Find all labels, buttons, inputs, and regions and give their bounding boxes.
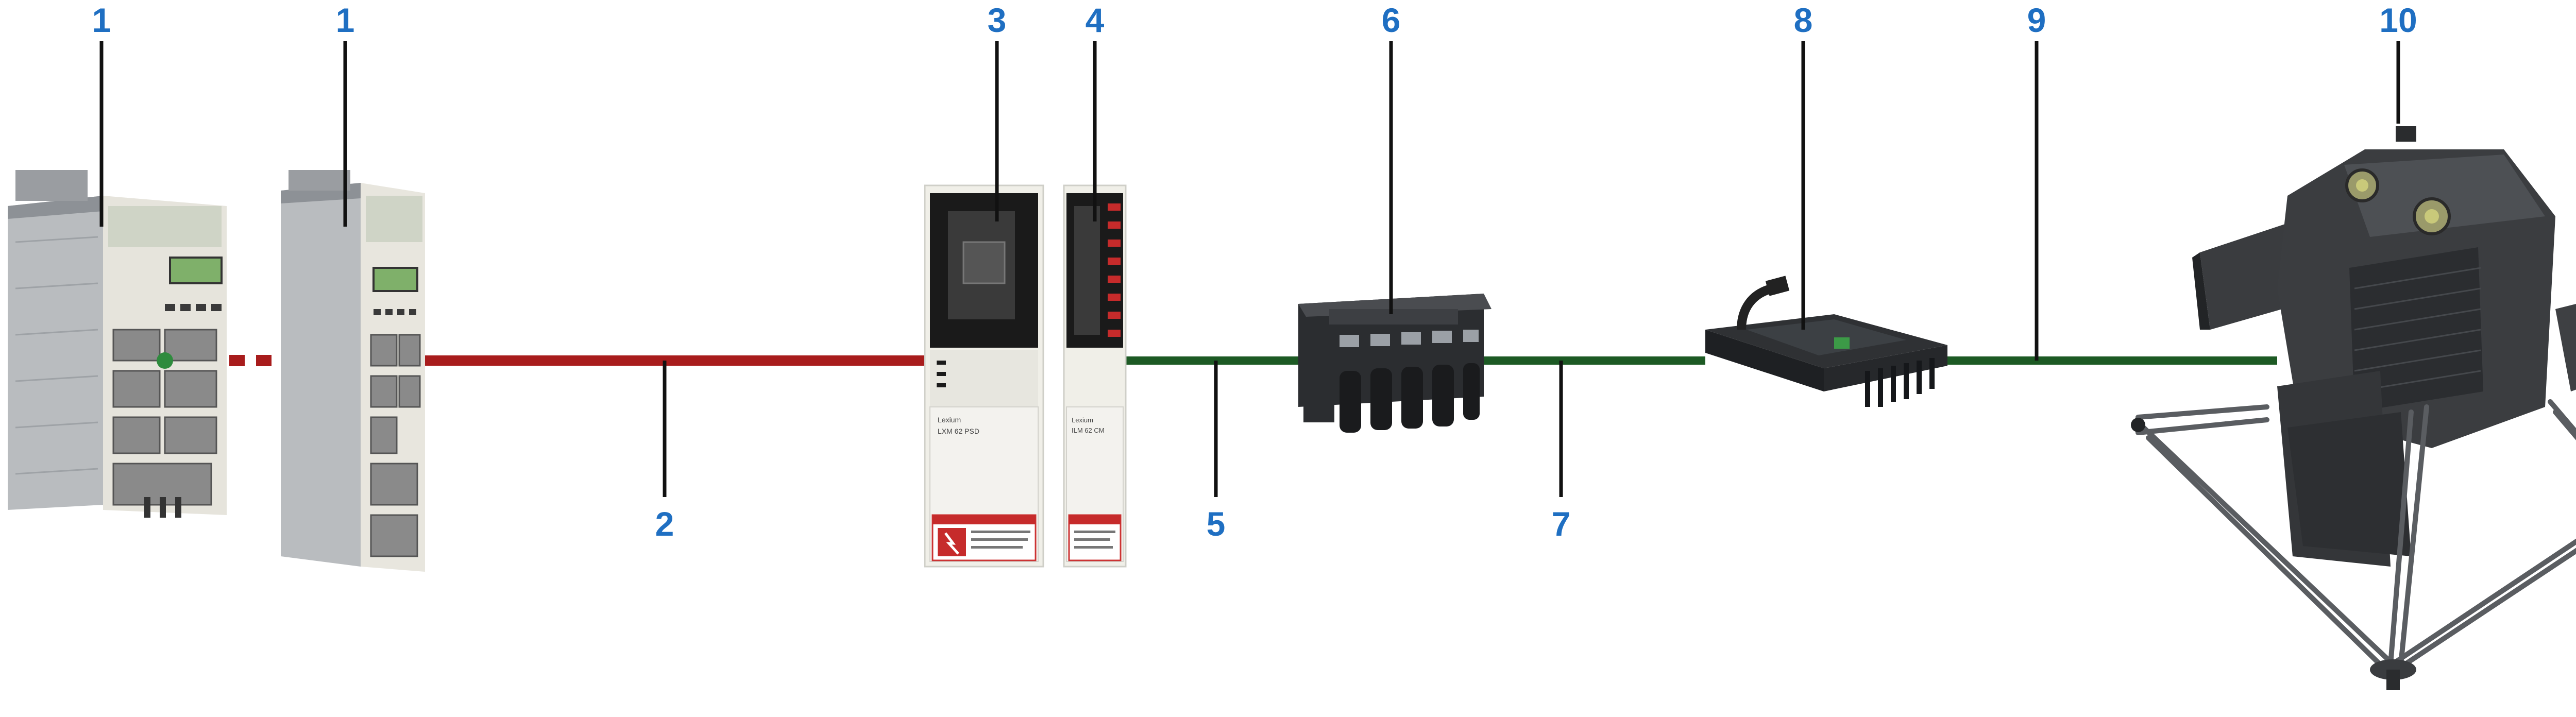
callout-9: 9 — [2027, 1, 2046, 39]
servo-drive-2 — [281, 170, 425, 572]
callout-7: 7 — [1552, 505, 1571, 543]
module-brand: Lexium — [1072, 416, 1093, 424]
callout-2: 2 — [655, 505, 674, 543]
power-supply-module: Lexium LXM 62 PSD — [924, 184, 1044, 568]
distribution-box — [1298, 294, 1492, 433]
leader-lines — [99, 41, 2400, 497]
connection-module: Lexium ILM 62 CM — [1063, 184, 1127, 568]
callout-4: 4 — [1086, 1, 1105, 39]
callout-10: 10 — [2379, 1, 2417, 39]
callout-6: 6 — [1382, 1, 1401, 39]
callout-8: 8 — [1794, 1, 1813, 39]
electric-shock-warning-icon — [938, 528, 966, 556]
module-model: ILM 62 CM — [1072, 426, 1105, 434]
callout-numbers: 1 1 2 3 4 5 6 7 8 9 10 — [92, 1, 2417, 543]
power-supply-brand: Lexium — [938, 416, 961, 424]
motor-controller — [1705, 276, 1947, 407]
servo-drive-1 — [8, 170, 227, 518]
callout-1a: 1 — [92, 1, 111, 39]
power-supply-model: LXM 62 PSD — [938, 427, 979, 435]
callout-1b: 1 — [336, 1, 355, 39]
callout-5: 5 — [1207, 505, 1226, 543]
delta-robot — [2131, 126, 2576, 690]
callout-3: 3 — [988, 1, 1007, 39]
